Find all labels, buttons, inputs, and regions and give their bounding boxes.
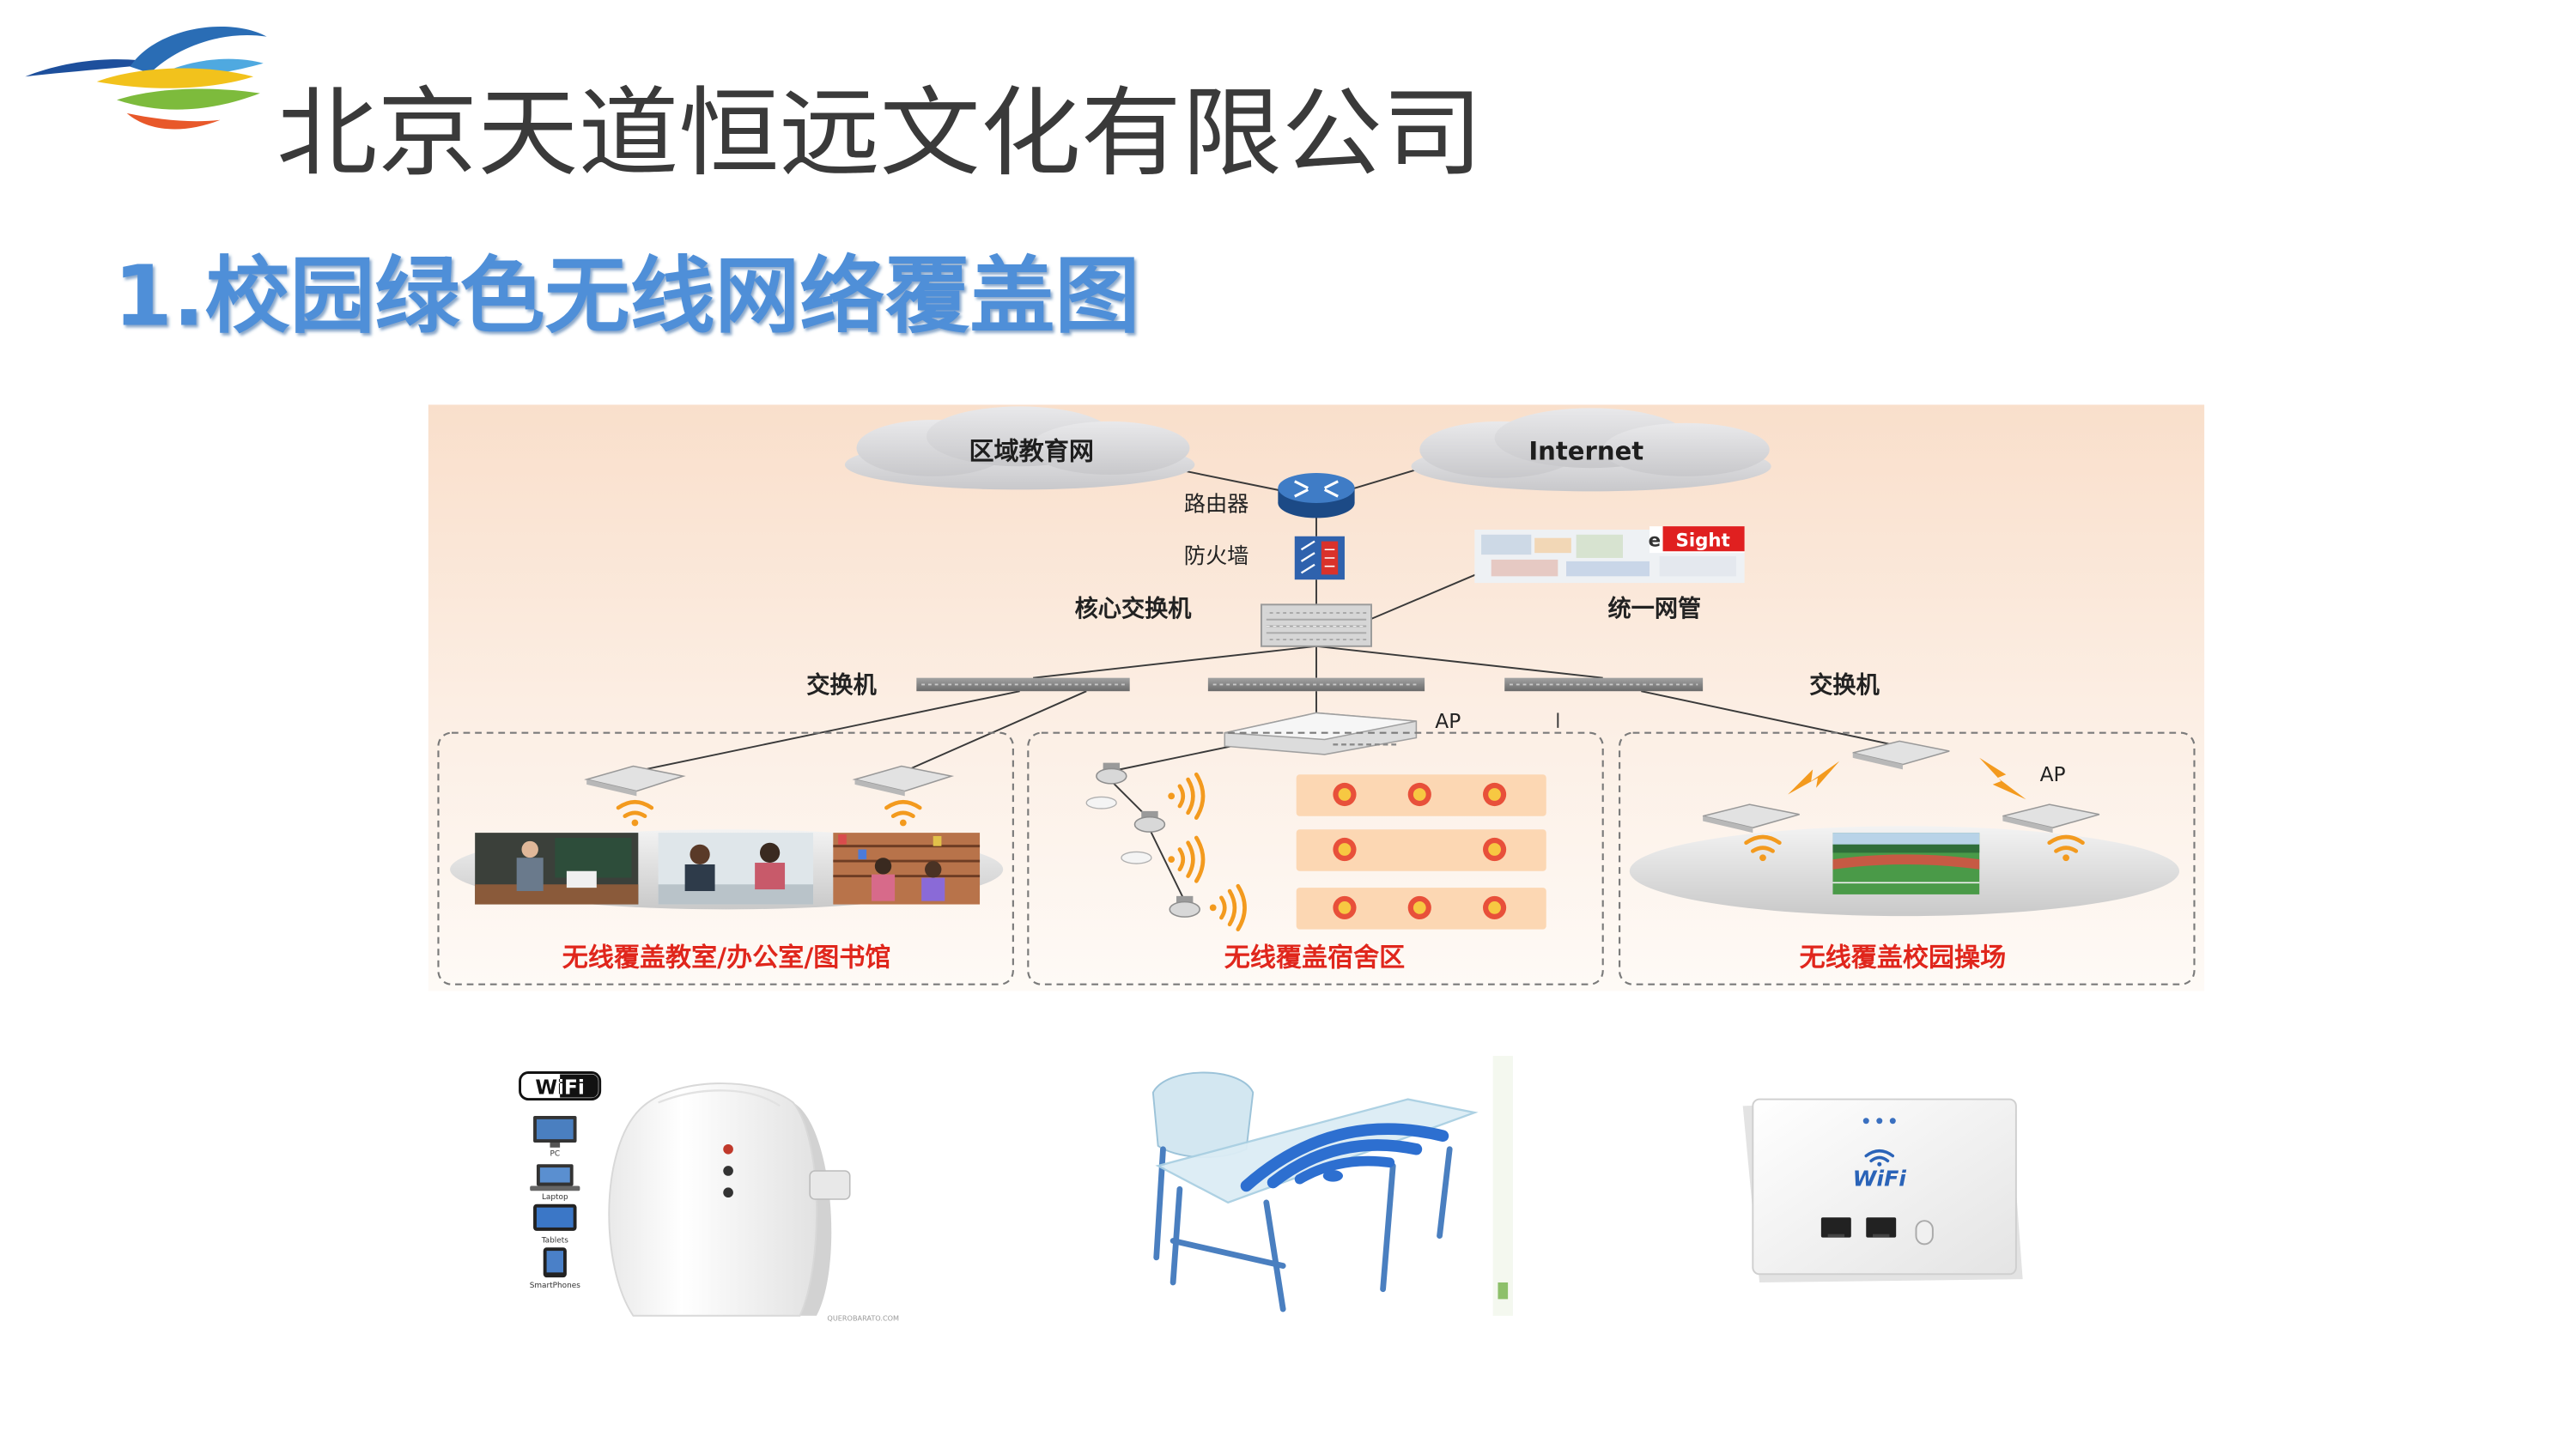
access-point-icon — [1702, 803, 1800, 834]
slide-title: 1.校园绿色无线网络覆盖图 — [113, 247, 1139, 344]
switch-label-right: 交换机 — [1809, 671, 1880, 699]
repeater-watermark: QUEROBARATO.COM — [827, 1314, 899, 1323]
dormitory-floor — [1296, 774, 1546, 816]
office-photo — [658, 833, 814, 905]
switch-label-left: 交换机 — [806, 671, 877, 699]
access-point-icon — [1852, 740, 1950, 770]
wifi-signal-icon — [1168, 835, 1206, 883]
wifi-signal-icon — [1240, 1123, 1449, 1192]
dormitory-floor — [1296, 888, 1546, 930]
firewall-label: 防火墙 — [1184, 543, 1249, 568]
cloud-label-regional-network: 区域教育网 — [969, 437, 1093, 466]
access-point-icon — [584, 765, 686, 797]
wifi-signal-icon — [1168, 772, 1206, 820]
firewall-icon — [1294, 536, 1345, 580]
repeater-device — [608, 1082, 851, 1317]
wifi-signal-icon — [616, 799, 654, 827]
access-point-icon — [2002, 803, 2100, 834]
zone-box-dormitory — [1027, 731, 1604, 985]
wifi-badge — [519, 1071, 602, 1101]
zone-caption-dormitory: 无线覆盖宿舍区 — [1224, 943, 1405, 973]
router-icon — [1278, 473, 1355, 518]
pc-icon — [533, 1115, 577, 1148]
wall-panel-label: WiFi — [1853, 1166, 1907, 1191]
device-label-pc: PC — [550, 1150, 561, 1159]
wifi-badge-text: WiFi — [535, 1076, 585, 1100]
wifi-signal-icon — [884, 799, 922, 827]
library-photo — [833, 833, 981, 905]
classroom-photo — [475, 833, 639, 905]
wifi-signal-icon — [1864, 1149, 1895, 1167]
panel-face — [1752, 1098, 2017, 1276]
connection-lines — [636, 469, 1900, 902]
dormitory-floor — [1296, 829, 1546, 871]
zone-dormitory: 无线覆盖宿舍区 — [1085, 762, 1546, 973]
switch-icon — [1504, 677, 1704, 692]
switch-icon — [1207, 677, 1425, 692]
reset-button — [1915, 1220, 1934, 1246]
wifi-signal-icon — [2047, 834, 2085, 862]
access-point-icon — [1224, 712, 1418, 755]
wall-panel-ap-image: WiFi — [1703, 1065, 2069, 1282]
lightning-icon — [1979, 757, 2026, 800]
management-label: 统一网管 — [1608, 595, 1702, 622]
lightning-icon — [1788, 761, 1840, 795]
ethernet-port-icon — [1866, 1217, 1897, 1238]
smartphone-icon — [543, 1247, 567, 1278]
ap-label-playground: AP — [2040, 763, 2066, 786]
device-label-laptop: Laptop — [542, 1193, 568, 1202]
access-point-icon — [1169, 895, 1200, 918]
zone-playground: AP 无线覆盖校园操场 — [1629, 740, 2180, 973]
network-diagram: 区域教育网 Internet 路由器 防火墙 — [428, 404, 2205, 991]
cloud-icon — [844, 406, 1195, 490]
core-switch-icon — [1260, 603, 1372, 647]
ceiling-disc — [1085, 796, 1117, 809]
zone-classroom: 无线覆盖教室/办公室/图书馆 — [450, 765, 1004, 973]
router-label: 路由器 — [1184, 492, 1249, 517]
zone-box-classroom — [437, 731, 1014, 985]
ethernet-port-icon — [1820, 1217, 1851, 1238]
tablet-icon — [533, 1203, 577, 1231]
switch-icon — [916, 677, 1130, 692]
wifi-signal-icon — [1744, 834, 1782, 862]
esight-badge — [1662, 526, 1745, 552]
wifi-signal-icon — [1209, 883, 1247, 931]
zone-box-playground — [1619, 731, 2196, 985]
cloud-icon — [1411, 408, 1771, 492]
cloud-label-internet: Internet — [1528, 437, 1643, 466]
ap-label-center: AP — [1435, 710, 1461, 733]
core-switch-label: 核心交换机 — [1075, 595, 1193, 622]
company-logo-icon — [25, 27, 267, 130]
playground-photo — [1832, 833, 1980, 894]
status-leds — [1862, 1118, 1896, 1125]
side-strip-mark — [1498, 1282, 1509, 1300]
device-label-smartphones: SmartPhones — [530, 1282, 581, 1290]
ceiling-disc — [1121, 851, 1152, 864]
esight-prefix: e — [1649, 530, 1661, 551]
access-point-icon — [1096, 762, 1127, 785]
esight-badge-text: Sight — [1675, 530, 1729, 551]
esight-screenshot — [1474, 526, 1745, 584]
chair-back — [1151, 1071, 1255, 1158]
wireless-desk-image — [1133, 1052, 1525, 1316]
company-name: 北京天道恒远文化有限公司 — [276, 77, 1483, 190]
access-point-icon — [1133, 810, 1166, 833]
device-label-tablets: Tablets — [541, 1236, 569, 1245]
wifi-repeater-image: WiFi PC Laptop Tablets SmartPhones — [507, 1049, 926, 1330]
access-point-icon — [852, 765, 955, 797]
zone-caption-classroom: 无线覆盖教室/办公室/图书馆 — [562, 943, 891, 973]
laptop-icon — [530, 1164, 580, 1191]
zone-caption-playground: 无线覆盖校园操场 — [1800, 943, 2007, 973]
side-strip — [1492, 1056, 1513, 1316]
